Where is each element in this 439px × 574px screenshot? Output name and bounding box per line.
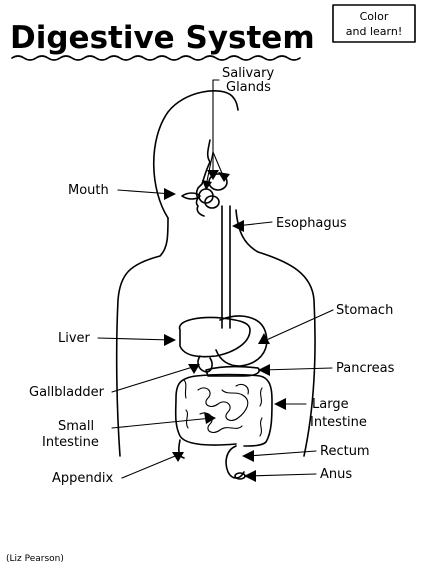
large-intestine-folds bbox=[183, 379, 263, 437]
leader-stomach bbox=[261, 309, 334, 343]
label-large-intestine-2: Intestine bbox=[310, 415, 367, 430]
left-shoulder-arm bbox=[115, 217, 169, 457]
mouth-shape bbox=[181, 192, 201, 200]
badge-line-1: Color bbox=[360, 10, 389, 23]
label-mouth: Mouth bbox=[68, 183, 109, 198]
arrowhead-salivary-3 bbox=[207, 170, 219, 180]
leader-pancreas bbox=[261, 367, 333, 371]
arrowhead-pancreas bbox=[258, 364, 270, 376]
label-appendix: Appendix bbox=[52, 471, 113, 486]
arrowhead-small-intestine bbox=[204, 412, 216, 424]
arrowhead-large-intestine bbox=[274, 398, 286, 410]
leader-lines bbox=[97, 79, 334, 479]
arrowhead-appendix bbox=[172, 452, 184, 462]
label-liver: Liver bbox=[58, 331, 91, 346]
label-rectum: Rectum bbox=[320, 444, 370, 459]
credit-text: (Liz Pearson) bbox=[6, 554, 64, 564]
arrowhead-gallbladder bbox=[188, 364, 200, 374]
arrowhead-stomach bbox=[258, 333, 270, 344]
leader-liver bbox=[97, 337, 173, 341]
small-intestine-coil-c bbox=[235, 383, 249, 395]
arrowheads bbox=[164, 170, 286, 482]
arrowhead-mouth bbox=[164, 188, 176, 200]
stomach-shape bbox=[215, 315, 268, 367]
page-title: Digestive System bbox=[10, 20, 315, 56]
face-profile bbox=[195, 139, 211, 217]
head-back bbox=[153, 90, 239, 219]
rectum-shape bbox=[225, 445, 245, 479]
badge-line-2: and learn! bbox=[346, 25, 402, 38]
arrowhead-liver bbox=[164, 334, 176, 346]
small-intestine-coils bbox=[197, 383, 249, 433]
label-anus: Anus bbox=[320, 467, 352, 482]
leader-appendix bbox=[121, 453, 181, 479]
right-shoulder-arm bbox=[235, 209, 316, 457]
label-large-intestine-1: Large bbox=[312, 397, 349, 412]
liver-shape bbox=[178, 316, 251, 358]
label-pancreas: Pancreas bbox=[336, 361, 395, 376]
leader-rectum bbox=[247, 450, 317, 457]
arrowhead-salivary-2 bbox=[202, 180, 212, 190]
leader-mouth bbox=[117, 189, 173, 195]
label-stomach: Stomach bbox=[336, 303, 393, 318]
leader-salivary-glands-branch-2 bbox=[205, 151, 214, 187]
label-small-intestine-2: Intestine bbox=[42, 435, 99, 450]
arrowhead-anus bbox=[244, 470, 256, 482]
label-salivary-glands-2: Glands bbox=[226, 80, 271, 95]
arrowhead-esophagus bbox=[232, 220, 244, 232]
leader-small-intestine bbox=[111, 417, 213, 429]
leader-salivary-glands bbox=[212, 79, 220, 177]
leader-gallbladder bbox=[111, 365, 197, 393]
title-underline bbox=[11, 55, 301, 61]
small-intestine-coil-a bbox=[197, 387, 249, 421]
label-small-intestine-1: Small bbox=[58, 419, 94, 434]
label-gallbladder: Gallbladder bbox=[29, 385, 105, 400]
esophagus-tube bbox=[221, 205, 231, 329]
arrowhead-rectum bbox=[242, 450, 254, 462]
large-intestine-shape bbox=[174, 373, 273, 447]
arrowhead-salivary-1 bbox=[218, 172, 230, 182]
color-and-learn-badge bbox=[332, 4, 416, 43]
pancreas-shape bbox=[205, 365, 260, 377]
label-salivary-glands-1: Salivary bbox=[222, 66, 274, 81]
label-esophagus: Esophagus bbox=[276, 216, 347, 231]
salivary-gland-3 bbox=[204, 195, 220, 209]
leader-anus bbox=[247, 473, 317, 477]
